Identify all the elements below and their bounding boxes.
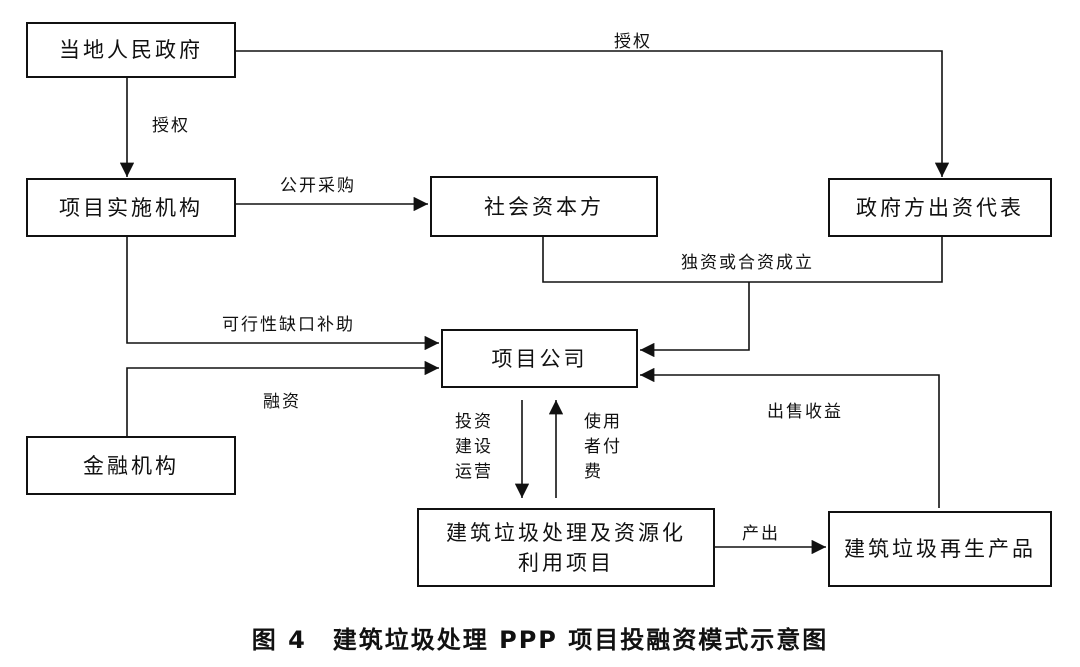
project-title-line1: 建筑垃圾处理及资源化 xyxy=(446,520,686,545)
arrow-sales-revenue xyxy=(640,367,940,508)
label-user-payment: 使用 者付 费 xyxy=(584,412,622,482)
box-local-government: 当地人民政府 xyxy=(26,22,236,78)
label-authorize-top: 授权 xyxy=(614,32,652,52)
label-sales-revenue: 出售收益 xyxy=(767,402,843,422)
box-project-company: 项目公司 xyxy=(441,329,638,388)
label-public-procurement: 公开采购 xyxy=(280,176,356,196)
box-implementation-agency: 项目实施机构 xyxy=(26,178,236,237)
box-construction-waste-project: 建筑垃圾处理及资源化 利用项目 xyxy=(417,508,715,587)
label-output: 产出 xyxy=(742,524,780,544)
label-authorize-left: 授权 xyxy=(152,116,190,136)
label-viability-gap-subsidy: 可行性缺口补助 xyxy=(222,315,355,335)
label-financing: 融资 xyxy=(263,392,301,412)
box-social-capital: 社会资本方 xyxy=(430,176,658,237)
line-social-capital-jv xyxy=(542,237,943,283)
arrow-financing xyxy=(126,360,439,436)
arrow-jv-to-company xyxy=(640,282,750,358)
arrow-viability-gap xyxy=(126,237,439,351)
box-financial-institution: 金融机构 xyxy=(26,436,236,495)
figure-caption: 图 4 建筑垃圾处理 PPP 项目投融资模式示意图 xyxy=(251,626,829,654)
box-recycled-products: 建筑垃圾再生产品 xyxy=(828,511,1052,587)
label-invest-build-operate: 投资 建设 运营 xyxy=(455,412,493,482)
arrow-authorize-gov-rep xyxy=(236,50,950,177)
project-title-line2: 利用项目 xyxy=(518,550,614,575)
label-joint-venture: 独资或合资成立 xyxy=(681,253,814,273)
box-government-equity-representative: 政府方出资代表 xyxy=(828,178,1052,237)
